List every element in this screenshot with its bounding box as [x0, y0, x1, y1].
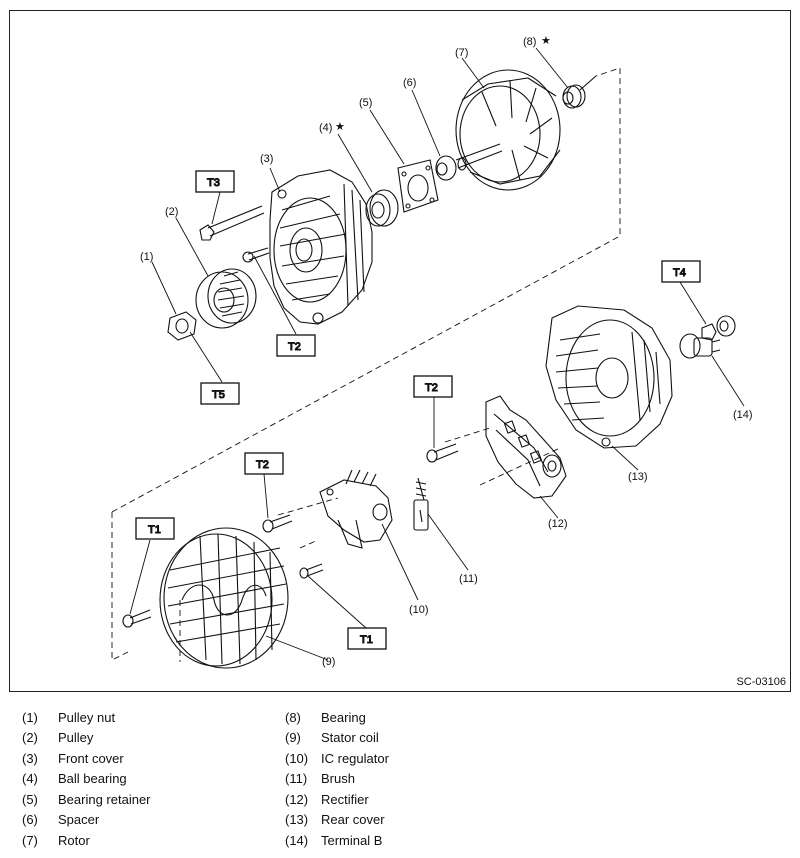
star-8-icon: ★ — [541, 35, 551, 47]
legend-name: Bearing retainer — [58, 792, 151, 807]
front-cover-screw-part — [242, 247, 270, 263]
callout-7: (7) — [455, 47, 468, 59]
svg-text:T1: T1 — [360, 634, 373, 646]
legend-number: (9) — [285, 730, 301, 745]
legend-name: Pulley nut — [58, 710, 116, 725]
callout-8: (8) — [523, 36, 536, 48]
legend-number: (10) — [285, 751, 309, 766]
front-cover-part — [269, 169, 373, 325]
legend-name: IC regulator — [321, 751, 389, 766]
torque-tag-t2-rectifier: T2 — [413, 375, 453, 398]
legend-name: Spacer — [58, 812, 100, 827]
torque-tag-t1-stator: T1 — [135, 517, 175, 540]
callout-11: (11) — [459, 573, 478, 585]
callout-1: (1) — [140, 251, 153, 263]
callout-4: (4) — [319, 122, 332, 134]
front-cover-bolt-part — [199, 205, 265, 241]
callout-9: (9) — [322, 656, 335, 668]
assembly-axis-lines — [111, 67, 621, 662]
svg-text:T3: T3 — [207, 177, 220, 189]
legend-name: Rear cover — [321, 812, 385, 827]
svg-text:T2: T2 — [425, 382, 438, 394]
legend-number: (6) — [22, 812, 38, 827]
callout-2: (2) — [165, 206, 178, 218]
brush-part — [413, 477, 429, 531]
svg-text:T2: T2 — [288, 341, 301, 353]
legend-name: Ball bearing — [58, 771, 127, 786]
bearing-retainer-part — [397, 159, 439, 213]
legend-number: (7) — [22, 833, 38, 848]
rotor-part — [455, 69, 597, 191]
callout-6: (6) — [403, 77, 416, 89]
svg-text:T4: T4 — [673, 267, 686, 279]
alternator-exploded-diagram: (1) (2) (3) (4) ★ (5) (6) (7) (8) ★ (14)… — [111, 35, 753, 669]
callout-12: (12) — [548, 518, 568, 530]
torque-tag-t3: T3 — [195, 170, 235, 193]
legend-name: Terminal B — [321, 833, 383, 848]
legend-number: (5) — [22, 792, 38, 807]
svg-text:T5: T5 — [212, 389, 225, 401]
spacer-part — [435, 155, 457, 181]
torque-tag-t5: T5 — [200, 382, 240, 405]
callout-3: (3) — [260, 153, 273, 165]
legend-number: (12) — [285, 792, 309, 807]
terminal-nut-part — [701, 315, 736, 341]
legend-name: Rectifier — [321, 792, 369, 807]
torque-tag-t1-regulator: T1 — [347, 627, 387, 650]
rear-cover-part — [545, 305, 673, 449]
legend-name: Rotor — [58, 833, 90, 848]
rectifier-part — [485, 395, 567, 499]
legend-number: (8) — [285, 710, 301, 725]
legend-name: Stator coil — [321, 730, 379, 745]
legend-name: Bearing — [321, 710, 366, 725]
legend-number: (3) — [22, 751, 38, 766]
diagram-frame — [9, 10, 791, 692]
callout-5: (5) — [359, 97, 372, 109]
stator-screw-part — [122, 609, 152, 628]
legend-name: Pulley — [58, 730, 94, 745]
stator-coil-part — [159, 527, 289, 669]
figure-code: SC-03106 — [736, 676, 786, 688]
ic-regulator-part — [319, 469, 393, 549]
callout-13: (13) — [628, 471, 648, 483]
star-4-icon: ★ — [335, 121, 345, 133]
ball-bearing-part — [365, 189, 399, 227]
regulator-screw-bottom-part — [299, 563, 324, 579]
torque-tag-t4: T4 — [661, 260, 701, 283]
pulley-part — [195, 268, 257, 329]
pulley-nut-part — [167, 311, 197, 341]
torque-tag-t2-front: T2 — [276, 334, 316, 357]
legend-name: Front cover — [58, 751, 124, 766]
legend-number: (4) — [22, 771, 38, 786]
svg-text:T2: T2 — [256, 459, 269, 471]
legend-name: Brush — [321, 771, 355, 786]
rectifier-screw-part — [426, 443, 459, 463]
legend-number: (1) — [22, 710, 38, 725]
svg-text:T1: T1 — [148, 524, 161, 536]
legend-number: (2) — [22, 730, 38, 745]
callout-10: (10) — [409, 604, 429, 616]
rear-bearing-part — [562, 84, 586, 109]
callout-14: (14) — [733, 409, 753, 421]
legend-number: (14) — [285, 833, 309, 848]
torque-tag-t2-regulator: T2 — [244, 452, 284, 475]
regulator-screw-top-part — [262, 514, 293, 533]
legend-number: (13) — [285, 812, 309, 827]
leader-lines — [129, 47, 745, 661]
legend-number: (11) — [285, 771, 308, 786]
terminal-b-part — [679, 333, 721, 359]
